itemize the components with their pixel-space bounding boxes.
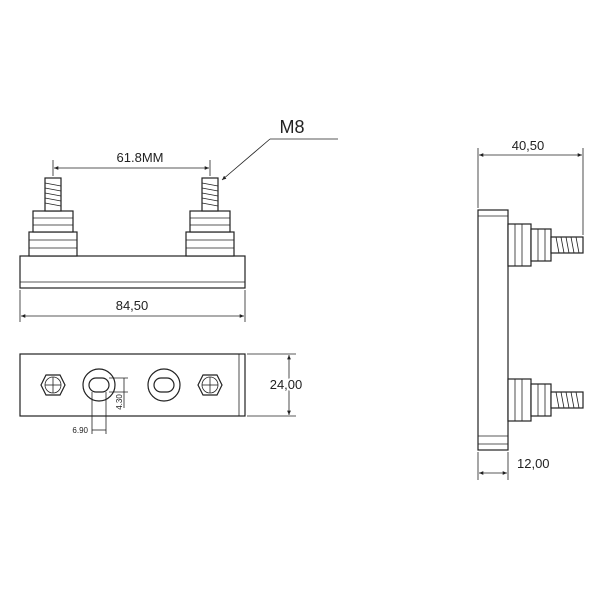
side-base-block [477, 209, 509, 451]
slot-length-label: 4.30 [115, 394, 124, 410]
thread-callout-label: M8 [279, 117, 304, 137]
base-width-dimension: 24,00 [247, 353, 304, 417]
slot-dimensions: 6.90 4.30 [72, 377, 128, 435]
base-length-label: 84,50 [116, 298, 149, 313]
front-base-block [19, 255, 246, 289]
base-length-dimension: 84,50 [19, 290, 246, 322]
top-view: 6.90 4.30 24,00 [19, 353, 304, 435]
side-view: 40,50 12,00 [477, 138, 584, 480]
left-hex-nut-icon [40, 374, 66, 396]
total-height-label: 40,50 [512, 138, 545, 153]
right-hex-nut-icon [197, 374, 223, 396]
upper-side-stud [507, 223, 584, 267]
stud-spacing-dimension: 61.8MM [52, 150, 211, 176]
stud-spacing-label: 61.8MM [117, 150, 164, 165]
slot-width-label: 6.90 [72, 426, 88, 435]
base-width-label: 24,00 [270, 377, 303, 392]
front-view: 61.8MM M8 84,50 [19, 117, 338, 322]
total-height-dimension: 40,50 [477, 138, 584, 235]
thread-callout: M8 [221, 117, 338, 181]
left-mounting-slot [82, 368, 116, 402]
right-mounting-slot [147, 368, 181, 402]
lower-side-stud [507, 378, 584, 422]
base-thickness-label: 12,00 [517, 456, 550, 471]
right-stud [185, 177, 235, 257]
base-thickness-dimension: 12,00 [477, 452, 550, 480]
left-stud [28, 177, 78, 257]
